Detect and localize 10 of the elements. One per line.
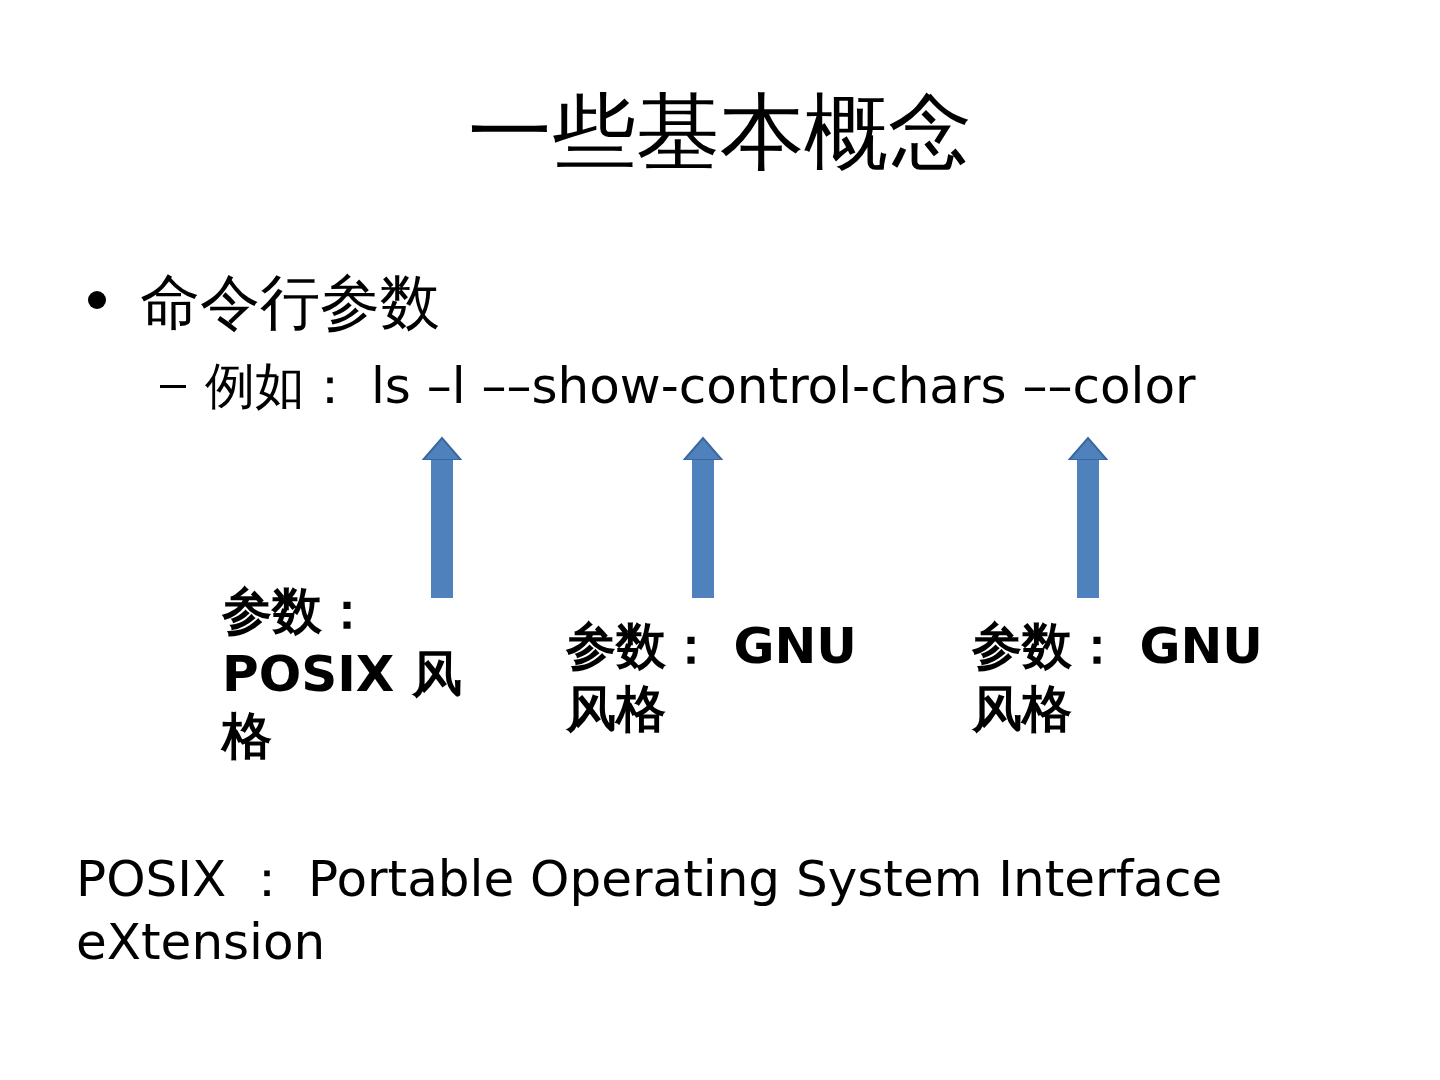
label-text: 参数： GNU 风格 [566, 616, 858, 740]
label-text: 参数：POSIX 风格 [222, 581, 462, 767]
example-text: 例如： ls –l ––show-control-chars ––color [205, 356, 1196, 417]
label-text: 参数： GNU 风格 [972, 616, 1264, 740]
footnote-text: POSIX ： Portable Operating System Interface eXtension [76, 849, 1224, 973]
block-arrow [422, 437, 462, 598]
block-arrow [1068, 437, 1108, 598]
slide-title: 一些基本概念 [467, 82, 973, 183]
block-arrow [683, 437, 723, 598]
bullet-text: 命令行参数 [140, 266, 440, 339]
